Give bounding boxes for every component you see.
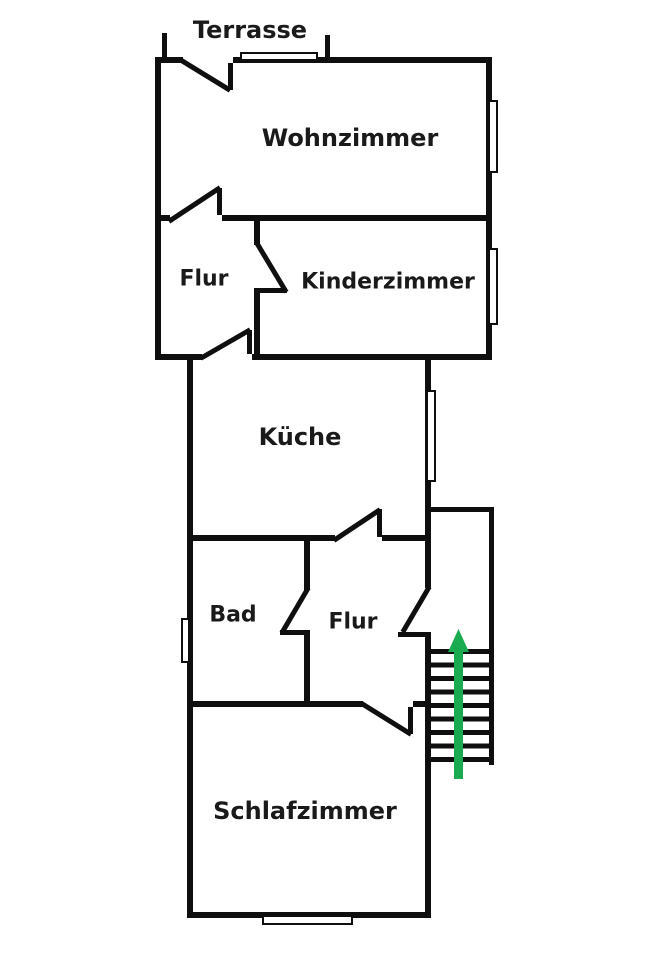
room-label-schlafzimmer: Schlafzimmer <box>213 797 397 825</box>
wall-segment <box>425 635 431 918</box>
wall-segment <box>398 632 431 637</box>
wall-segment <box>252 354 492 360</box>
windows <box>181 52 498 925</box>
room-label-kinderzimmer: Kinderzimmer <box>301 269 475 295</box>
door-leaf-flur-kueche <box>199 327 252 361</box>
door-jamb <box>217 188 222 215</box>
door-leaf-bad <box>279 586 311 635</box>
wall-segment <box>428 507 494 512</box>
wall-segment <box>155 354 202 360</box>
door-leaf-kueche <box>332 507 382 543</box>
wall-segment <box>304 541 310 590</box>
wall-segment <box>222 215 492 221</box>
door-jamb <box>228 63 233 90</box>
wall-segment <box>413 701 431 707</box>
door-jamb <box>247 330 252 354</box>
window-schlafzimmer <box>262 915 353 925</box>
wall-segment <box>155 57 161 360</box>
window-terrasse <box>240 52 318 61</box>
door-leaf-schlafzimmer <box>360 701 413 737</box>
window-bad <box>181 618 190 663</box>
window-kueche <box>426 390 436 482</box>
wall-segment <box>155 215 170 221</box>
room-label-wohnzimmer: Wohnzimmer <box>261 124 439 152</box>
room-label-terrasse: Terrasse <box>192 16 308 44</box>
wall-segment <box>155 57 183 63</box>
wall-segment <box>254 221 260 245</box>
wall-segment <box>254 288 287 293</box>
door-jamb <box>408 707 413 734</box>
window-wohnzimmer <box>488 100 498 173</box>
arrow-head <box>448 629 469 652</box>
room-label-bad: Bad <box>209 602 257 628</box>
room-label-flur-lower: Flur <box>328 609 378 635</box>
arrow-shaft <box>454 650 463 779</box>
room-label-flur-upper: Flur <box>179 266 229 292</box>
wall-segment <box>187 535 335 541</box>
door-leaf-terrasse <box>180 58 232 93</box>
stairs-up-arrow <box>448 629 469 779</box>
walls <box>155 33 494 918</box>
door-leaf-wohnzimmer <box>167 185 222 224</box>
wall-segment <box>382 535 431 541</box>
wall-segment <box>486 57 492 360</box>
window-kinderzimmer <box>488 248 498 325</box>
wall-segment <box>254 288 260 354</box>
room-label-kueche: Küche <box>258 423 342 451</box>
wall-segment <box>304 635 310 701</box>
door-leaves <box>167 58 432 737</box>
terrace-post <box>162 33 167 57</box>
wall-segment <box>233 57 492 63</box>
wall-segment <box>280 630 310 635</box>
terrace-post <box>325 35 330 57</box>
door-leaf-kinderzimmer <box>254 241 289 294</box>
wall-segment <box>489 507 494 765</box>
wall-segment <box>187 701 363 707</box>
door-leaf-treppe <box>400 585 432 634</box>
door-jamb <box>377 509 382 537</box>
